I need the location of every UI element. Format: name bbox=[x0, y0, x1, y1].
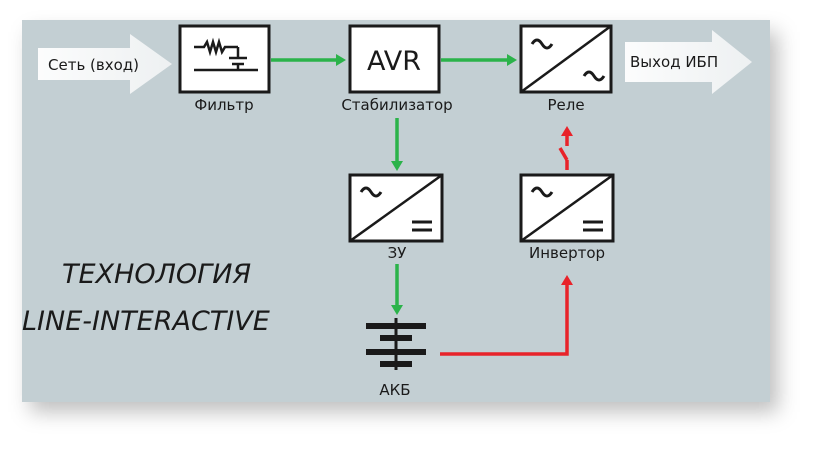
relay-block: Реле bbox=[519, 24, 613, 114]
ac-wave-icon bbox=[359, 186, 383, 198]
output-label: Выход ИБП bbox=[630, 53, 718, 71]
ac-wave-icon bbox=[582, 70, 606, 82]
relay-label: Реле bbox=[547, 96, 584, 114]
avr-text: AVR bbox=[367, 46, 421, 77]
diagram-title-line1: ТЕХНОЛОГИЯ bbox=[62, 259, 251, 290]
diagram-title-line2: LINE-INTERACTIVE bbox=[22, 306, 270, 337]
green-flow-arrows bbox=[271, 54, 517, 315]
battery-label: АКБ bbox=[379, 381, 410, 399]
stabilizer-block: AVR Стабилизатор bbox=[341, 24, 453, 114]
filter-block: Фильтр bbox=[178, 24, 271, 114]
filter-label: Фильтр bbox=[194, 96, 253, 114]
charger-block: ЗУ bbox=[348, 173, 444, 262]
output-arrow: Выход ИБП bbox=[625, 30, 752, 94]
ac-wave-icon bbox=[530, 186, 554, 198]
charger-label: ЗУ bbox=[388, 244, 407, 262]
inverter-block: Инвертор bbox=[519, 173, 615, 262]
dc-icon bbox=[583, 220, 603, 232]
ac-wave-icon bbox=[530, 38, 554, 50]
filter-icon bbox=[194, 37, 258, 72]
input-arrow: Сеть (вход) bbox=[38, 34, 172, 94]
red-flow-arrows bbox=[440, 126, 573, 356]
battery-icon bbox=[366, 318, 426, 370]
stabilizer-label: Стабилизатор bbox=[341, 96, 452, 114]
dc-icon bbox=[412, 220, 432, 232]
inverter-label: Инвертор bbox=[529, 244, 605, 262]
input-label: Сеть (вход) bbox=[48, 56, 139, 74]
